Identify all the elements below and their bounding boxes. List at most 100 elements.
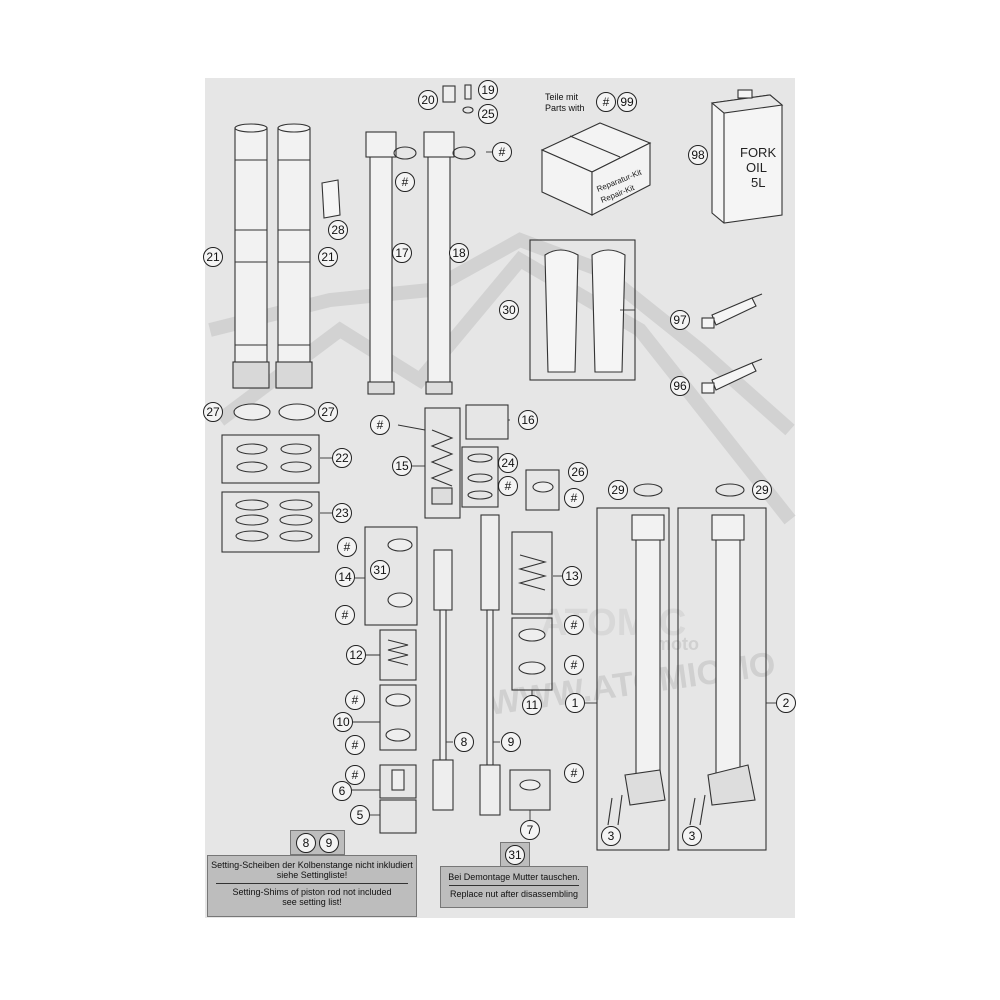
oil-text-3: 5L bbox=[751, 175, 765, 190]
label-15: 15 bbox=[392, 456, 412, 476]
label-97: 97 bbox=[670, 310, 690, 330]
label-9: 9 bbox=[501, 732, 521, 752]
fork-leg-1 bbox=[607, 514, 666, 826]
label-29-left: 29 bbox=[608, 480, 628, 500]
label-96: 96 bbox=[670, 376, 690, 396]
label-21-right: 21 bbox=[318, 247, 338, 267]
label-1: 1 bbox=[565, 693, 585, 713]
fork-leg-2 bbox=[689, 514, 756, 826]
label-3-left: 3 bbox=[601, 826, 621, 846]
label-18: 18 bbox=[449, 243, 469, 263]
o-ring-17 bbox=[393, 146, 417, 160]
outer-tube-left bbox=[232, 123, 270, 389]
note-shims-tags: 8 9 bbox=[290, 830, 345, 855]
ring-box-24 bbox=[461, 446, 499, 508]
o-ring-29-right bbox=[715, 483, 745, 497]
part-box-5 bbox=[379, 799, 417, 834]
note-nut: Bei Demontage Mutter tauschen. Replace n… bbox=[440, 866, 588, 908]
label-29-right: 29 bbox=[752, 480, 772, 500]
piston-rod-8 bbox=[432, 549, 454, 811]
spring-box-12 bbox=[379, 629, 417, 681]
label-3-right: 3 bbox=[682, 826, 702, 846]
fork-guard-left bbox=[544, 249, 579, 373]
outer-tube-right bbox=[275, 123, 313, 389]
note-shims-en-2: see setting list! bbox=[282, 897, 342, 907]
grease-tube-97 bbox=[701, 293, 763, 329]
cartridge-tube-17 bbox=[365, 131, 397, 395]
label-20: 20 bbox=[418, 90, 438, 110]
note-nut-en: Replace nut after disassembling bbox=[449, 889, 579, 899]
seal-box-23 bbox=[221, 491, 320, 553]
note-nut-de: Bei Demontage Mutter tauschen. bbox=[448, 872, 580, 882]
label-hash-24: # bbox=[498, 476, 518, 496]
label-16: 16 bbox=[518, 410, 538, 430]
small-bolt-19 bbox=[464, 84, 472, 100]
label-31: 31 bbox=[370, 560, 390, 580]
label-hash-14-top: # bbox=[337, 537, 357, 557]
label-26: 26 bbox=[568, 462, 588, 482]
valve-box-26 bbox=[525, 469, 560, 511]
label-22: 22 bbox=[332, 448, 352, 468]
spring-box-13 bbox=[511, 531, 553, 615]
note-tag-9: 9 bbox=[319, 833, 339, 853]
fork-leg-box-2 bbox=[677, 507, 767, 851]
label-2: 2 bbox=[776, 693, 796, 713]
kit-note-en: Parts with bbox=[545, 103, 585, 113]
note-shims-en-1: Setting-Shims of piston rod not included bbox=[232, 887, 392, 897]
leader-lines bbox=[320, 151, 776, 820]
note-nut-tag-box: 31 bbox=[500, 842, 530, 867]
repair-kit-box bbox=[540, 122, 652, 216]
label-hash-kit: # bbox=[596, 92, 616, 112]
oil-text-1: FORK bbox=[740, 145, 776, 160]
label-8: 8 bbox=[454, 732, 474, 752]
label-11: 11 bbox=[522, 695, 542, 715]
label-27-right: 27 bbox=[318, 402, 338, 422]
screw-cap-20 bbox=[442, 85, 456, 103]
label-98: 98 bbox=[688, 145, 708, 165]
label-hash-11-bottom: # bbox=[564, 655, 584, 675]
label-hash-15: # bbox=[370, 415, 390, 435]
spring-15 bbox=[430, 429, 454, 487]
label-30: 30 bbox=[499, 300, 519, 320]
label-27-left: 27 bbox=[203, 402, 223, 422]
valve-box-6 bbox=[379, 764, 417, 799]
fork-oil-can bbox=[710, 89, 784, 224]
fork-guard-right bbox=[591, 249, 626, 373]
label-12: 12 bbox=[346, 645, 366, 665]
note-shims: Setting-Scheiben der Kolbenstange nicht … bbox=[207, 855, 417, 917]
label-hash-17: # bbox=[395, 172, 415, 192]
o-ring-29-left bbox=[633, 483, 663, 497]
adjuster-nut-left bbox=[233, 403, 271, 421]
kit-note-de: Teile mit bbox=[545, 92, 579, 102]
note-tag-8: 8 bbox=[296, 833, 316, 853]
label-hash-26: # bbox=[564, 488, 584, 508]
label-10: 10 bbox=[333, 712, 353, 732]
label-hash-7: # bbox=[564, 763, 584, 783]
spring-assembly-box bbox=[424, 407, 461, 519]
label-25: 25 bbox=[478, 104, 498, 124]
adjuster-nut-right bbox=[278, 403, 316, 421]
watermark-sub: moto bbox=[655, 634, 699, 654]
note-tag-31: 31 bbox=[505, 845, 525, 865]
label-hash-14-bottom: # bbox=[335, 605, 355, 625]
watermark-mountain bbox=[208, 232, 796, 525]
valve-box-14 bbox=[364, 526, 418, 626]
bushing-box-22 bbox=[221, 434, 320, 484]
label-hash-18: # bbox=[492, 142, 512, 162]
label-24: 24 bbox=[498, 453, 518, 473]
note-shims-de-2: siehe Settingliste! bbox=[276, 870, 348, 880]
label-13: 13 bbox=[562, 566, 582, 586]
cartridge-tube-18 bbox=[423, 131, 455, 395]
label-5: 5 bbox=[350, 805, 370, 825]
label-23: 23 bbox=[332, 503, 352, 523]
label-hash-6: # bbox=[345, 765, 365, 785]
label-19: 19 bbox=[478, 80, 498, 100]
label-hash-11-top: # bbox=[564, 615, 584, 635]
note-shims-de-1: Setting-Scheiben der Kolbenstange nicht … bbox=[211, 860, 413, 870]
sticker-part bbox=[321, 179, 341, 219]
washer-25 bbox=[462, 106, 474, 114]
label-7: 7 bbox=[520, 820, 540, 840]
label-99: 99 bbox=[617, 92, 637, 112]
oil-text-2: OIL bbox=[746, 160, 767, 175]
fork-leg-box-1 bbox=[596, 507, 670, 851]
